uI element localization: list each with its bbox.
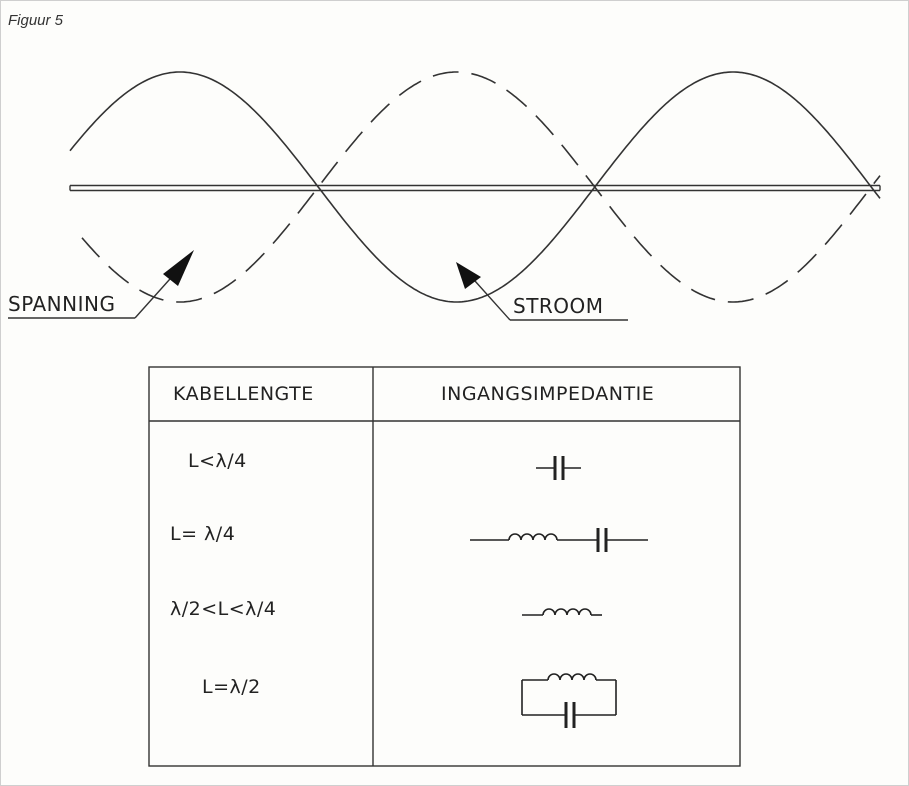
header-input-impedance: INGANGSIMPEDANTIE <box>441 383 655 405</box>
row-length-1: L<λ/4 <box>188 450 247 472</box>
voltage-wave <box>81 71 881 303</box>
inductor-symbol <box>522 608 602 616</box>
voltage-label: SPANNING <box>8 292 116 316</box>
header-cable-length: KABELLENGTE <box>173 383 314 405</box>
current-arrowhead <box>456 262 481 289</box>
inductor-parallel-capacitor-symbol <box>521 673 617 728</box>
row-length-4: L=λ/2 <box>202 676 261 698</box>
cable-line <box>69 184 881 192</box>
inductor-series-capacitor-symbol <box>470 528 648 552</box>
row-length-3: λ/2<L<λ/4 <box>170 598 277 620</box>
capacitor-symbol <box>536 456 581 480</box>
impedance-table <box>148 366 741 767</box>
current-label: STROOM <box>513 294 604 318</box>
voltage-arrowhead <box>163 250 194 286</box>
figure-title: Figuur 5 <box>8 12 64 29</box>
row-length-2: L= λ/4 <box>170 523 236 545</box>
current-leader <box>474 280 628 321</box>
current-wave <box>69 71 881 303</box>
